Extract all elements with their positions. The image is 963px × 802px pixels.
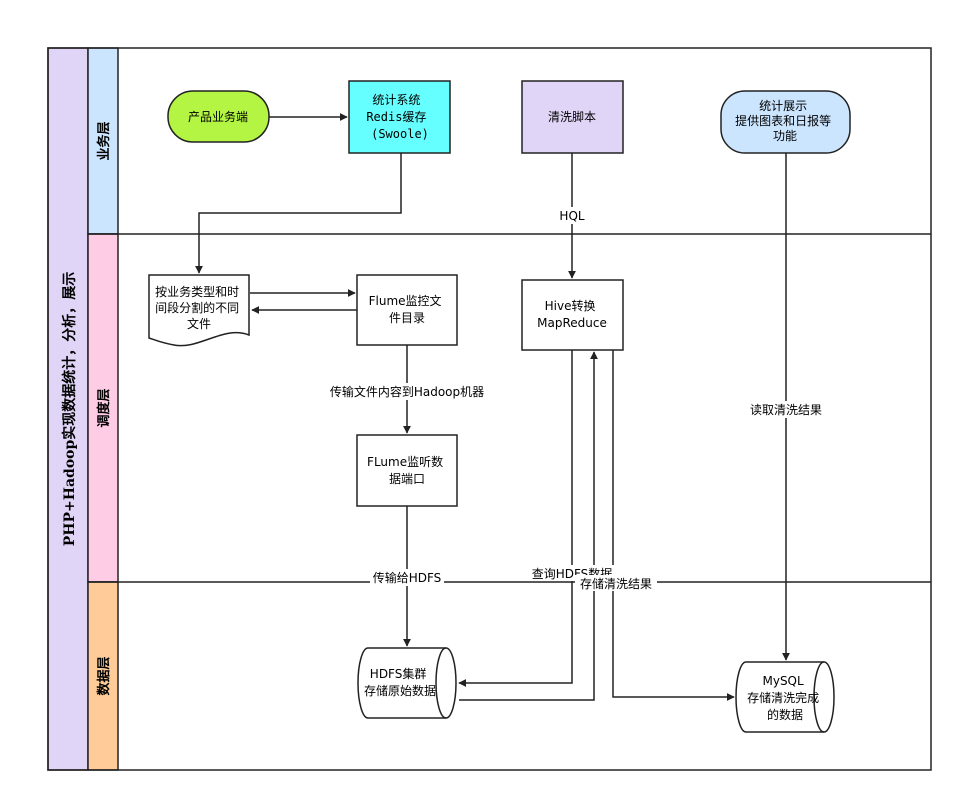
- lane-data-header: [87, 581, 119, 771]
- hive-line-2: MapReduce: [537, 316, 607, 330]
- svg-text:统计展示 提供图表和日报等: 统计展示 提供图表和日报等 功能: [735, 99, 835, 143]
- node-product[interactable]: 产品业务端: [167, 90, 270, 143]
- clean-label: 清洗脚本: [548, 109, 596, 124]
- edge-labels: HQL 传输文件内容到Hadoop机器 读取清洗结果 传输给HDFS 查询HDF…: [322, 207, 827, 591]
- svg-text:FLume监听数 据端口: FLume监听数 据端口: [367, 454, 447, 486]
- diagram-title: PHP+Hadoop实现数据统计，分析，展示: [61, 272, 78, 547]
- edge-hdfs-to-hive: [459, 351, 598, 701]
- edge-hive-query-hdfs: [458, 350, 573, 687]
- node-display[interactable]: 统计展示 提供图表和日报等 功能: [720, 90, 851, 154]
- stats-line-3: (Swoole): [371, 127, 429, 141]
- lane-business-label: 业务层: [96, 121, 112, 160]
- flume-port-line-2: 据端口: [389, 472, 425, 486]
- flume-watch-line-2: 件目录: [389, 311, 425, 325]
- files-line-1: 按业务类型和时: [155, 284, 239, 299]
- label-hql: HQL: [559, 209, 584, 223]
- svg-text:HDFS集群 存储原始数据: HDFS集群 存储原始数据: [364, 666, 436, 698]
- hive-line-1: Hive转换: [545, 298, 596, 313]
- files-line-2: 间段分割的不同: [155, 300, 239, 315]
- mysql-line-1: MySQL: [762, 674, 804, 688]
- node-hdfs-storage[interactable]: HDFS集群 存储原始数据: [357, 647, 457, 719]
- flume-port-line-1: FLume监听数: [367, 454, 443, 469]
- svg-text:产品业务端: 产品业务端: [188, 109, 248, 124]
- edges: [195, 113, 790, 701]
- product-label: 产品业务端: [188, 109, 248, 124]
- mysql-line-3: 的数据: [767, 707, 803, 722]
- pool-border: [47, 47, 932, 771]
- svg-text:统计系统 Redis缓存 (: 统计系统 Redis缓存 (Swoole): [366, 93, 433, 141]
- node-mysql-storage[interactable]: MySQL 存储清洗完成 的数据: [735, 661, 835, 733]
- svg-text:按业务类型和时 间段分割的不同: 按业务类型和时 间段分割的不同 文件: [155, 284, 243, 331]
- node-flume-watch[interactable]: Flume监控文 件目录: [356, 274, 458, 346]
- files-line-3: 文件: [187, 316, 211, 331]
- mysql-line-2: 存储清洗完成: [747, 690, 819, 705]
- stats-line-2: Redis缓存: [366, 110, 426, 124]
- nodes: 产品业务端 统计系统 Redis缓存 (Swoole) 清洗脚本 统计展示 提供…: [148, 80, 851, 733]
- svg-text:清洗脚本: 清洗脚本: [548, 109, 596, 124]
- hdfs-line-2: 存储原始数据: [364, 683, 436, 698]
- flume-watch-line-1: Flume监控文: [369, 293, 442, 308]
- node-clean-script[interactable]: 清洗脚本: [521, 80, 624, 154]
- hdfs-line-1: HDFS集群: [370, 666, 427, 681]
- node-split-files[interactable]: 按业务类型和时 间段分割的不同 文件: [148, 274, 250, 347]
- swimlane-pool: PHP+Hadoop实现数据统计，分析，展示 业务层 调度层 数据层: [47, 47, 932, 771]
- node-flume-port[interactable]: FLume监听数 据端口: [356, 434, 458, 507]
- label-transfer: 传输文件内容到Hadoop机器: [330, 384, 484, 399]
- display-line-1: 统计展示: [759, 99, 807, 113]
- label-store-results: 存储清洗结果: [580, 576, 652, 591]
- node-hive-mapreduce[interactable]: Hive转换 MapReduce: [521, 279, 624, 351]
- edge-stats-to-files: [195, 153, 402, 274]
- lane-scheduling-label: 调度层: [96, 388, 112, 427]
- lane-data-label: 数据层: [96, 656, 112, 695]
- svg-text:Hive转换 MapReduce: Hive转换 MapReduce: [537, 298, 607, 330]
- svg-text:Flume监控文 件目录: Flume监控文 件目录: [369, 293, 446, 325]
- label-read-results: 读取清洗结果: [750, 403, 822, 417]
- display-line-2: 提供图表和日报等: [735, 113, 831, 128]
- svg-text:MySQL 存储清洗完成 的: MySQL 存储清洗完成 的数据: [747, 674, 823, 722]
- display-line-3: 功能: [773, 129, 797, 143]
- edge-hive-store-mysql: [612, 350, 735, 701]
- title-bar: [47, 47, 89, 771]
- lane-scheduling-header: [87, 233, 119, 583]
- label-to-hdfs: 传输给HDFS: [373, 570, 442, 585]
- node-stats-system[interactable]: 统计系统 Redis缓存 (Swoole): [348, 80, 451, 154]
- stats-line-1: 统计系统: [372, 93, 420, 107]
